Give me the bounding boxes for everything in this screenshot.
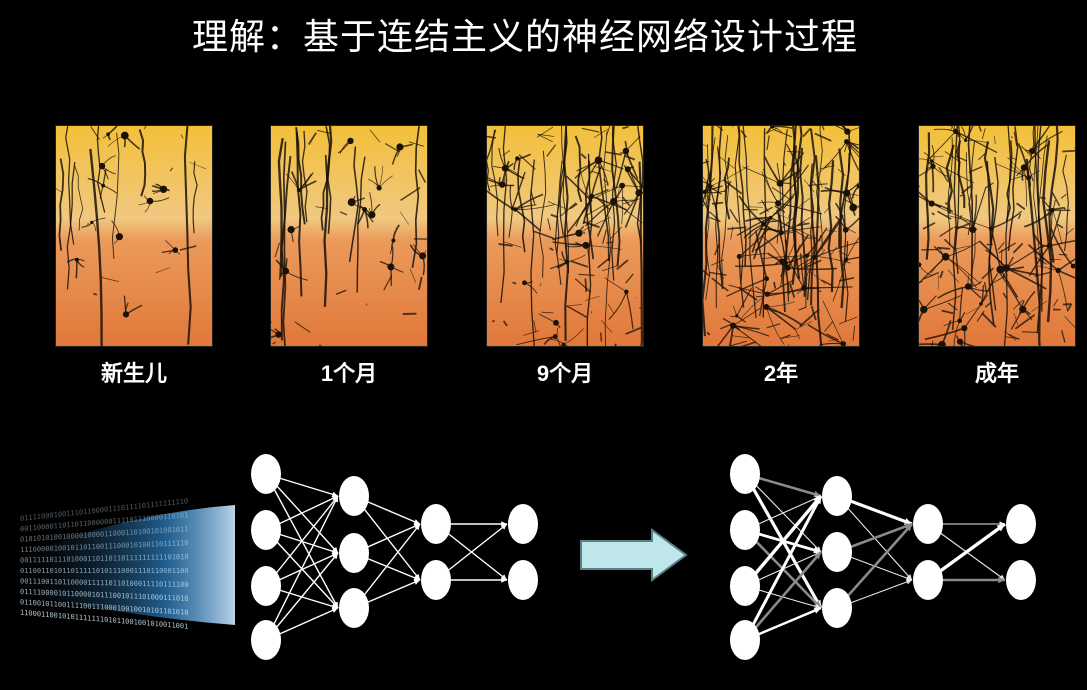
network-node bbox=[822, 588, 852, 628]
network-node bbox=[822, 532, 852, 572]
stage-panel bbox=[55, 125, 213, 347]
stage-label: 2年 bbox=[763, 361, 799, 386]
network-node bbox=[251, 620, 281, 660]
network-connection bbox=[265, 495, 339, 641]
page-title: 理解：基于连结主义的神经网络设计过程 bbox=[191, 17, 858, 58]
network-connection bbox=[265, 495, 339, 587]
connection-arrowhead bbox=[998, 576, 1005, 584]
connection-arrowhead bbox=[814, 496, 821, 504]
connection-arrowhead bbox=[413, 519, 420, 525]
network-node bbox=[913, 560, 943, 600]
connection-arrowhead bbox=[813, 600, 821, 608]
connection-arrowhead bbox=[332, 601, 338, 608]
connection-arrowhead bbox=[332, 553, 338, 560]
network-node bbox=[730, 566, 760, 606]
stage-label: 1个月 bbox=[320, 361, 378, 386]
network-node bbox=[421, 560, 451, 600]
connection-arrowhead bbox=[331, 491, 338, 497]
connection-arrowhead bbox=[331, 603, 338, 609]
network-node bbox=[822, 476, 852, 516]
stage-label: 成年 bbox=[974, 361, 1019, 386]
network-node bbox=[1006, 560, 1036, 600]
arrow-shape bbox=[580, 528, 688, 582]
neuron-illustration bbox=[56, 126, 212, 346]
connection-arrowhead bbox=[413, 579, 420, 585]
network-node bbox=[339, 533, 369, 573]
stage-label: 9个月 bbox=[536, 361, 594, 386]
network-node bbox=[339, 588, 369, 628]
svg-text:011001101011011111010111000111: 0110011010110111110101110001110110001100 bbox=[20, 567, 189, 575]
svg-text:001111101110100011011011011111: 0011111011101000110110110111111111101010 bbox=[20, 553, 189, 565]
network-node bbox=[508, 504, 538, 544]
right-arrow-icon bbox=[580, 528, 688, 582]
connection-arrowhead bbox=[903, 518, 912, 525]
network-node bbox=[251, 566, 281, 606]
svg-text:001110011011000011111011010001: 0011100110110000111110110100011110111100 bbox=[20, 577, 189, 589]
network-node bbox=[730, 620, 760, 660]
connection-arrowhead bbox=[332, 546, 338, 553]
stage-panel bbox=[270, 125, 428, 347]
connection-arrowhead bbox=[813, 546, 821, 554]
connection-arrowhead bbox=[814, 552, 821, 560]
network-connection bbox=[265, 552, 339, 641]
trained-neural-network bbox=[730, 454, 1036, 660]
network-node bbox=[339, 476, 369, 516]
untrained-neural-network bbox=[251, 454, 538, 660]
neuron-illustration bbox=[703, 126, 859, 346]
stage-panel bbox=[702, 125, 860, 347]
neuron-illustration bbox=[919, 126, 1075, 346]
network-node bbox=[251, 510, 281, 550]
network-node bbox=[508, 560, 538, 600]
stage-panel bbox=[486, 125, 644, 347]
network-node bbox=[730, 510, 760, 550]
stage-panel bbox=[918, 125, 1076, 347]
stage-label: 新生儿 bbox=[100, 361, 167, 386]
network-connection bbox=[836, 523, 913, 609]
connection-arrowhead bbox=[905, 575, 912, 581]
network-connection bbox=[353, 523, 421, 609]
connection-arrowhead bbox=[413, 575, 420, 581]
network-node bbox=[913, 504, 943, 544]
network-connection bbox=[743, 495, 823, 641]
connection-arrowhead bbox=[500, 524, 507, 530]
connection-arrowhead bbox=[331, 548, 338, 554]
network-node bbox=[251, 454, 281, 494]
network-node bbox=[1006, 504, 1036, 544]
connection-arrowhead bbox=[996, 524, 1005, 532]
network-node bbox=[421, 504, 451, 544]
connection-arrowhead bbox=[332, 496, 338, 503]
connection-arrowhead bbox=[905, 524, 912, 532]
connection-arrowhead bbox=[501, 577, 507, 583]
connection-arrowhead bbox=[905, 579, 912, 585]
connection-arrowhead bbox=[906, 574, 912, 580]
connection-arrowhead bbox=[331, 607, 338, 613]
network-node bbox=[730, 454, 760, 494]
neuron-illustration bbox=[271, 126, 427, 346]
connection-arrowhead bbox=[813, 607, 821, 614]
network-connection bbox=[743, 494, 823, 588]
neuron-illustration bbox=[487, 126, 643, 346]
network-connection bbox=[744, 551, 822, 641]
connection-arrowhead bbox=[414, 524, 420, 531]
binary-data-stream-icon: 0111100010011101100001110111101111111110… bbox=[0, 496, 235, 631]
